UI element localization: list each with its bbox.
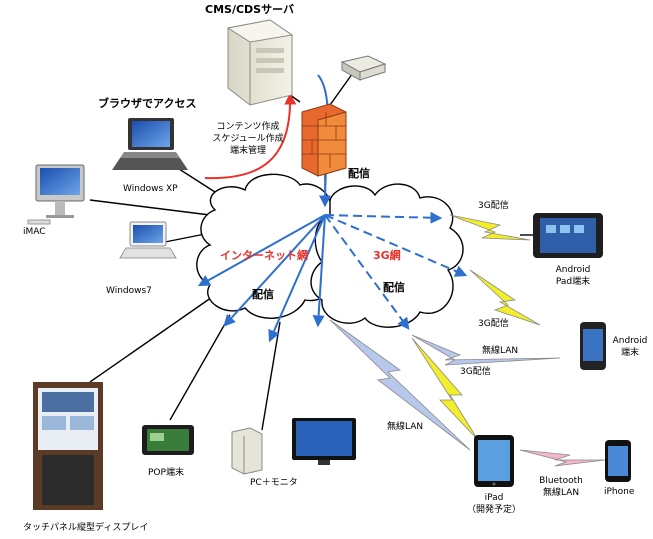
server-icon	[226, 19, 294, 106]
wireless-lan-right-label: 無線LAN	[482, 346, 519, 356]
delivery-3g-mid-label: 3G配信	[478, 319, 509, 329]
iphone-label: iPhone	[604, 487, 635, 497]
ipad-icon	[474, 435, 514, 487]
bluetooth-line-1: Bluetooth	[539, 476, 583, 486]
android-pad-label: Android Pad端末	[543, 264, 603, 288]
pop-terminal-icon	[142, 425, 194, 455]
delivery-3g-top-label: 3G配信	[478, 201, 509, 211]
android-line-2: 端末	[620, 348, 639, 358]
ipad-label: iPad （開発予定）	[462, 492, 526, 516]
imac-icon	[27, 164, 85, 225]
bluetooth-line-2: 無線LAN	[542, 488, 580, 498]
3g-network-label: 3G網	[373, 249, 401, 262]
internet-label: インターネット網	[220, 249, 308, 262]
ipad-line-1: iPad	[484, 493, 504, 503]
pc-monitor-icon	[231, 418, 356, 475]
bluetooth-label: Bluetooth 無線LAN	[533, 475, 589, 499]
firewall-icon	[301, 103, 347, 177]
mgmt-line-1: コンテンツ作成	[216, 122, 280, 132]
touch-panel-display-icon	[33, 382, 103, 510]
mgmt-line-2: スケジュール作成	[212, 134, 284, 144]
touch-panel-label: タッチパネル縦型ディスプレイ	[23, 523, 149, 533]
windows-xp-label: Windows XP	[123, 184, 178, 194]
laptop-xp-icon	[112, 118, 188, 170]
android-pad-line-2: Pad端末	[555, 277, 591, 287]
delivery-3g-low-label: 3G配信	[460, 367, 491, 377]
server-label: CMS/CDSサーバ	[205, 3, 294, 16]
android-pad-icon	[533, 213, 603, 258]
android-phone-icon	[580, 322, 606, 370]
management-arrow	[204, 92, 297, 180]
browser-access-label: ブラウザでアクセス	[98, 97, 197, 110]
ipad-line-2: （開発予定）	[466, 505, 521, 515]
router-icon	[340, 55, 387, 81]
wireless-lan-left-label: 無線LAN	[387, 422, 424, 432]
laptop-win7-icon	[119, 221, 177, 259]
delivery-top-label: 配信	[348, 167, 370, 180]
pop-terminal-label: POP端末	[148, 468, 184, 478]
android-line-1: Android	[612, 336, 648, 346]
delivery-internet-label: 配信	[252, 288, 274, 301]
iphone-icon	[605, 440, 631, 482]
android-phone-label: Android 端末	[612, 335, 648, 359]
wireless-links	[329, 214, 606, 467]
windows7-label: Windows7	[106, 286, 152, 296]
mgmt-line-3: 端末管理	[229, 146, 266, 156]
pc-monitor-label: PC＋モニタ	[250, 478, 298, 488]
3g-cloud	[310, 183, 464, 328]
android-pad-line-1: Android	[555, 265, 591, 275]
management-label: コンテンツ作成 スケジュール作成 端末管理	[207, 121, 289, 157]
imac-label: iMAC	[23, 227, 46, 237]
delivery-3g-label: 配信	[383, 281, 405, 294]
